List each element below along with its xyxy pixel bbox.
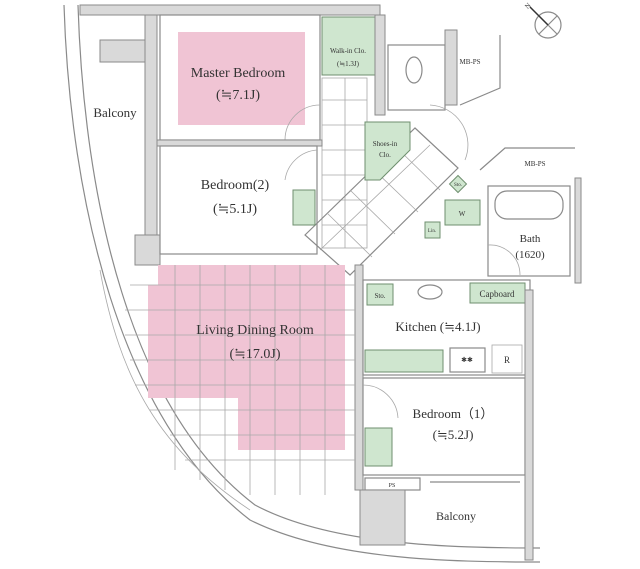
door <box>284 104 321 141</box>
ps-label: PS <box>389 483 396 489</box>
sink-icon <box>417 284 443 300</box>
fridge-label: R <box>504 355 510 365</box>
bath-label: Bath <box>520 233 541 245</box>
balcony-rail <box>99 269 251 511</box>
compass-icon: N <box>523 1 562 39</box>
wall <box>359 489 406 546</box>
walkin-closet <box>321 16 376 76</box>
washer <box>444 199 481 226</box>
bedroom1-label: Bedroom（1） <box>413 406 494 421</box>
balcony-top-label: Balcony <box>93 105 137 120</box>
wall <box>156 139 323 147</box>
living-dining-highlight <box>148 265 345 450</box>
shoes-closet <box>364 121 411 181</box>
small-storage-label: Sto. <box>454 183 462 188</box>
bedroom1-size: (≒5.2J) <box>433 427 474 442</box>
hall <box>321 77 368 249</box>
living-label: Living Dining Room <box>196 323 314 338</box>
bath <box>487 185 571 277</box>
master-bedroom-highlight <box>178 32 305 125</box>
tile-grid <box>125 265 355 495</box>
stove-icon <box>449 347 486 373</box>
shoes-label: Shoes-in <box>373 140 398 148</box>
master-bedroom-size: (≒7.1J) <box>216 88 260 103</box>
lin-label: Lin. <box>428 229 436 234</box>
sto-label: Sto. <box>374 292 385 300</box>
wall <box>444 29 458 106</box>
closet <box>292 189 316 226</box>
door <box>284 149 318 181</box>
walkin-label: Walk-in Clo. <box>330 47 366 55</box>
small-storage <box>448 174 468 194</box>
living-size: (≒17.0J) <box>229 347 280 362</box>
mbps-wall <box>479 147 575 171</box>
walkin-size: (≒1.3J) <box>337 60 360 68</box>
balcony-bottom-label: Balcony <box>436 509 476 523</box>
door <box>429 104 469 161</box>
linen <box>424 221 441 239</box>
bedroom2-size: (≒5.1J) <box>213 202 257 217</box>
fridge <box>491 344 523 374</box>
wall <box>79 4 381 16</box>
tile-grid <box>322 78 367 248</box>
tile-grid <box>319 144 441 258</box>
washer-label: W <box>459 210 466 218</box>
svg-text:N: N <box>523 1 532 10</box>
toilet-room <box>387 44 446 111</box>
balcony-curve-outer <box>63 4 541 563</box>
mbps-wall <box>459 35 501 106</box>
wall <box>374 14 386 116</box>
bathtub-icon <box>494 190 564 220</box>
kitchen-label: Kitchen (≒4.1J) <box>395 319 480 334</box>
toilet-icon <box>405 56 423 84</box>
shoes-label-2: Clo. <box>379 151 391 159</box>
storage <box>366 283 394 306</box>
wall <box>134 234 161 266</box>
door <box>487 244 521 276</box>
mbps1-label: MB-PS <box>459 58 480 66</box>
closet <box>364 427 393 467</box>
capboard-label: Capboard <box>480 289 515 299</box>
bedroom2 <box>159 145 318 255</box>
wall <box>354 264 364 491</box>
burner-icon: ✱✱ <box>461 356 473 364</box>
wall <box>144 9 158 261</box>
counter <box>364 349 444 373</box>
bath-size: (1620) <box>515 249 545 261</box>
wall <box>524 289 534 561</box>
bedroom2-label: Bedroom(2) <box>201 178 270 193</box>
mbps2-label: MB-PS <box>524 160 545 168</box>
master-bedroom-label: Master Bedroom <box>191 66 286 81</box>
door <box>362 384 399 419</box>
wall <box>574 177 582 284</box>
